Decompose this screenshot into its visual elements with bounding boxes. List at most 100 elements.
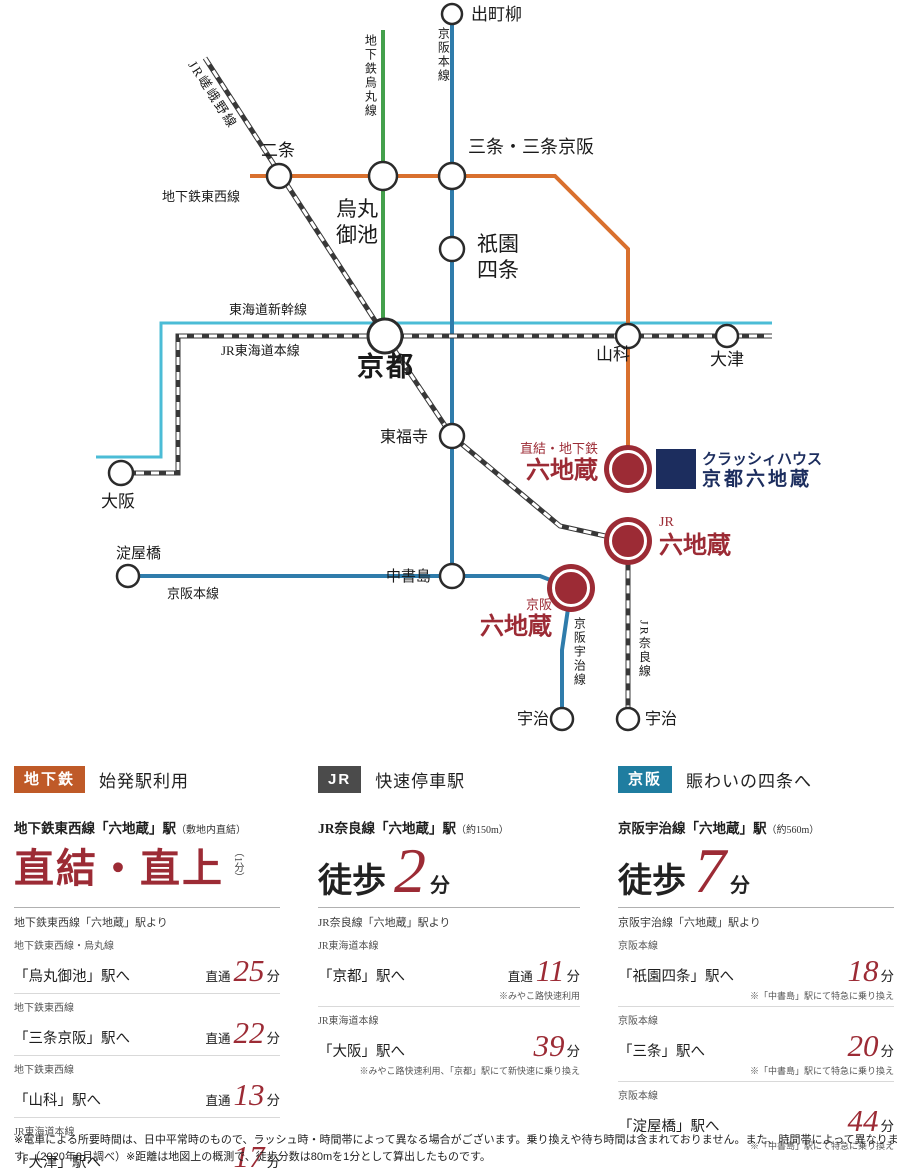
- label-property-name: クラッシィハウス 京都六地蔵: [702, 451, 822, 492]
- subway-station-name: 地下鉄東西線「六地蔵」駅: [14, 821, 176, 836]
- row-minutes: 11: [535, 953, 565, 988]
- row-minutes: 18: [847, 953, 879, 988]
- footer-line-2: す。（2020年8月調べ）※距離は地図上の概測で、徒歩分数は80mを1分として算…: [14, 1151, 491, 1163]
- jr-station-name: JR奈良線「六地蔵」駅: [318, 821, 456, 836]
- row-prefix: 直通: [205, 1094, 231, 1108]
- row-destination: 「淀屋橋」駅へ: [618, 1119, 720, 1135]
- route-map: [96, 2, 772, 732]
- row-prefix: 直通: [205, 970, 231, 984]
- walk-unit: 分: [730, 875, 750, 897]
- station-chushojima: [438, 562, 466, 590]
- row-minutes: 22: [233, 1015, 265, 1050]
- label-gion-shijo-l1: 祇園: [477, 232, 519, 256]
- tozai-line: [250, 174, 630, 469]
- label-yodoyabashi: 淀屋橋: [116, 546, 162, 562]
- station-uji-jr: [615, 706, 641, 732]
- label-rokujizo-subway: 直結・地下鉄 六地蔵: [470, 441, 598, 485]
- label-jr-nara-line: JR奈良線: [637, 620, 652, 679]
- label-osaka: 大阪: [101, 492, 135, 511]
- label-rokujizo-keihan: 京阪 六地蔵: [448, 597, 552, 641]
- subway-headline: 直結・直上 （1分）: [14, 839, 280, 903]
- row-unit: 分: [266, 969, 281, 984]
- divider: [618, 907, 894, 908]
- subway-direct-note: （1分）: [232, 847, 243, 882]
- divider: [14, 907, 280, 908]
- row-minutes: 39: [533, 1028, 565, 1063]
- label-karasuma-subway-line: 地下鉄烏丸線: [363, 34, 378, 118]
- row-destination: 「大津」駅へ: [14, 1155, 101, 1168]
- row-note: ※「中書島」駅にて特急に乗り換え: [749, 991, 894, 1001]
- station-nijo: [265, 162, 293, 190]
- row-destination: 「大阪」駅へ: [318, 1044, 405, 1060]
- subway-badge: 地下鉄: [14, 766, 86, 793]
- row-line-name: 京阪本線: [618, 1016, 658, 1027]
- row-line-name: 京阪本線: [618, 1091, 658, 1102]
- label-tofukuji: 東福寺: [380, 429, 429, 446]
- footer-line-1: ※電車による所要時間は、日中平常時のもので、ラッシュ時・時間帯によって異なる場合…: [14, 1134, 899, 1146]
- row-minutes: 25: [233, 953, 265, 988]
- row-unit: 分: [266, 1031, 281, 1046]
- row-line-name: 地下鉄東西線: [14, 1003, 74, 1014]
- row-unit: 分: [880, 1044, 895, 1059]
- row-note: ※みやこ路快速利用: [498, 991, 580, 1001]
- row-minutes: 44: [847, 1103, 879, 1138]
- walk-minutes: 7: [694, 835, 726, 906]
- walk-label: 徒歩: [618, 863, 686, 900]
- row-destination: 「山科」駅へ: [14, 1093, 101, 1109]
- keihan-main-line: [128, 14, 454, 578]
- jr-station-line: JR奈良線「六地蔵」駅（約150m）: [318, 817, 580, 837]
- row-destination: 「京都」駅へ: [318, 969, 405, 985]
- label-nijo: 二条: [261, 141, 295, 160]
- row-line-name: 地下鉄東西線・烏丸線: [14, 941, 114, 952]
- panel-jr-head: JR 快速停車駅: [318, 766, 580, 793]
- row-prefix: 直通: [205, 1032, 231, 1046]
- walk-unit: 分: [430, 875, 450, 897]
- station-kyoto: [366, 317, 404, 355]
- station-osaka: [107, 459, 135, 487]
- keihan-station-line: 京阪宇治線「六地蔵」駅（約560m）: [618, 817, 894, 837]
- label-jr-tokaido: JR東海道本線: [221, 343, 300, 358]
- label-uji-keihan: 宇治: [517, 711, 550, 728]
- row-line-name: 京阪本線: [618, 941, 658, 952]
- label-otsu: 大津: [710, 350, 744, 369]
- label-rokujizo-jr: JR 六地蔵: [659, 515, 731, 561]
- row-note: ※「中書島」駅にて特急に乗り換え: [749, 1141, 894, 1151]
- row-unit: 分: [566, 969, 581, 984]
- subway-direct-text: 直結・直上: [14, 846, 224, 891]
- footer-notes: ※電車による所要時間は、日中平常時のもので、ラッシュ時・時間帯によって異なる場合…: [14, 1132, 899, 1166]
- row-unit: 分: [880, 1119, 895, 1134]
- jr-sagano-line-dash: [203, 57, 387, 337]
- jr-heading: 快速停車駅: [375, 772, 466, 791]
- subway-caption: 地下鉄東西線「六地蔵」駅より: [14, 917, 168, 929]
- jr-station-note: （約150m）: [456, 825, 509, 836]
- jr-tokaido-line-dash: [121, 334, 772, 475]
- label-rokujizo-keihan-name: 六地蔵: [480, 613, 552, 640]
- label-keihan-honsen-left: 京阪本線: [167, 586, 220, 601]
- station-rokujizo-keihan-ring: [552, 569, 590, 607]
- label-keihan-honsen-top: 京阪本線: [436, 27, 451, 83]
- keihan-caption: 京阪宇治線「六地蔵」駅より: [618, 917, 761, 929]
- label-demachiyanagi: 出町柳: [471, 5, 522, 24]
- keihan-badge: 京阪: [618, 766, 673, 793]
- panel-subway: 地下鉄 始発駅利用 地下鉄東西線「六地蔵」駅（敷地内直結） 直結・直上 （1分）…: [14, 766, 280, 1168]
- jr-caption: JR奈良線「六地蔵」駅より: [318, 917, 451, 929]
- station-karasuma-oike: [367, 160, 399, 192]
